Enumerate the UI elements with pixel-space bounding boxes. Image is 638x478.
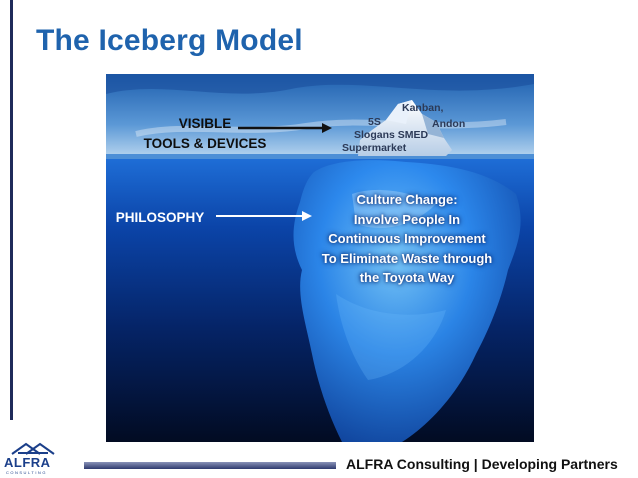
tool-andon: Andon bbox=[432, 118, 466, 130]
philosophy-line-2: Involve People In bbox=[353, 211, 461, 227]
philosophy-line-5: the Toyota Way bbox=[359, 270, 455, 285]
philosophy-statement: Culture Change: Involve People In Contin… bbox=[302, 190, 512, 288]
philosophy-line-4: To Eliminate Waste through bbox=[321, 250, 493, 266]
tool-supermarket: Supermarket bbox=[342, 142, 407, 154]
philosophy-arrow bbox=[216, 211, 312, 221]
tool-kanban: Kanban, bbox=[402, 102, 444, 114]
iceberg-image: VISIBLE TOOLS & DEVICES PHILOSOPHY Kanba… bbox=[106, 74, 534, 442]
philosophy-line-3: Continuous Improvement bbox=[328, 231, 486, 246]
footer-tagline: ALFRA Consulting | Developing Partners bbox=[346, 456, 618, 472]
tool-slogans-smed: Slogans SMED bbox=[354, 129, 429, 141]
left-accent-rule bbox=[10, 0, 13, 420]
alfra-logo-icon bbox=[11, 442, 55, 455]
visible-arrow bbox=[238, 123, 332, 133]
visible-label: VISIBLE TOOLS & DEVICES bbox=[130, 114, 280, 154]
visible-label-line1: VISIBLE bbox=[178, 116, 232, 131]
footer-bar bbox=[84, 462, 336, 469]
visible-label-line2: TOOLS & DEVICES bbox=[143, 136, 267, 151]
slide-title: The Iceberg Model bbox=[36, 24, 303, 57]
philosophy-line-1: Culture Change: bbox=[356, 192, 458, 207]
iceberg-illustration bbox=[106, 74, 534, 442]
tool-5s: 5S bbox=[368, 116, 381, 128]
logo-wordmark: ALFRA bbox=[4, 455, 51, 470]
logo-subtext: CONSULTING bbox=[6, 470, 47, 475]
philosophy-label: PHILOSOPHY bbox=[115, 210, 205, 225]
